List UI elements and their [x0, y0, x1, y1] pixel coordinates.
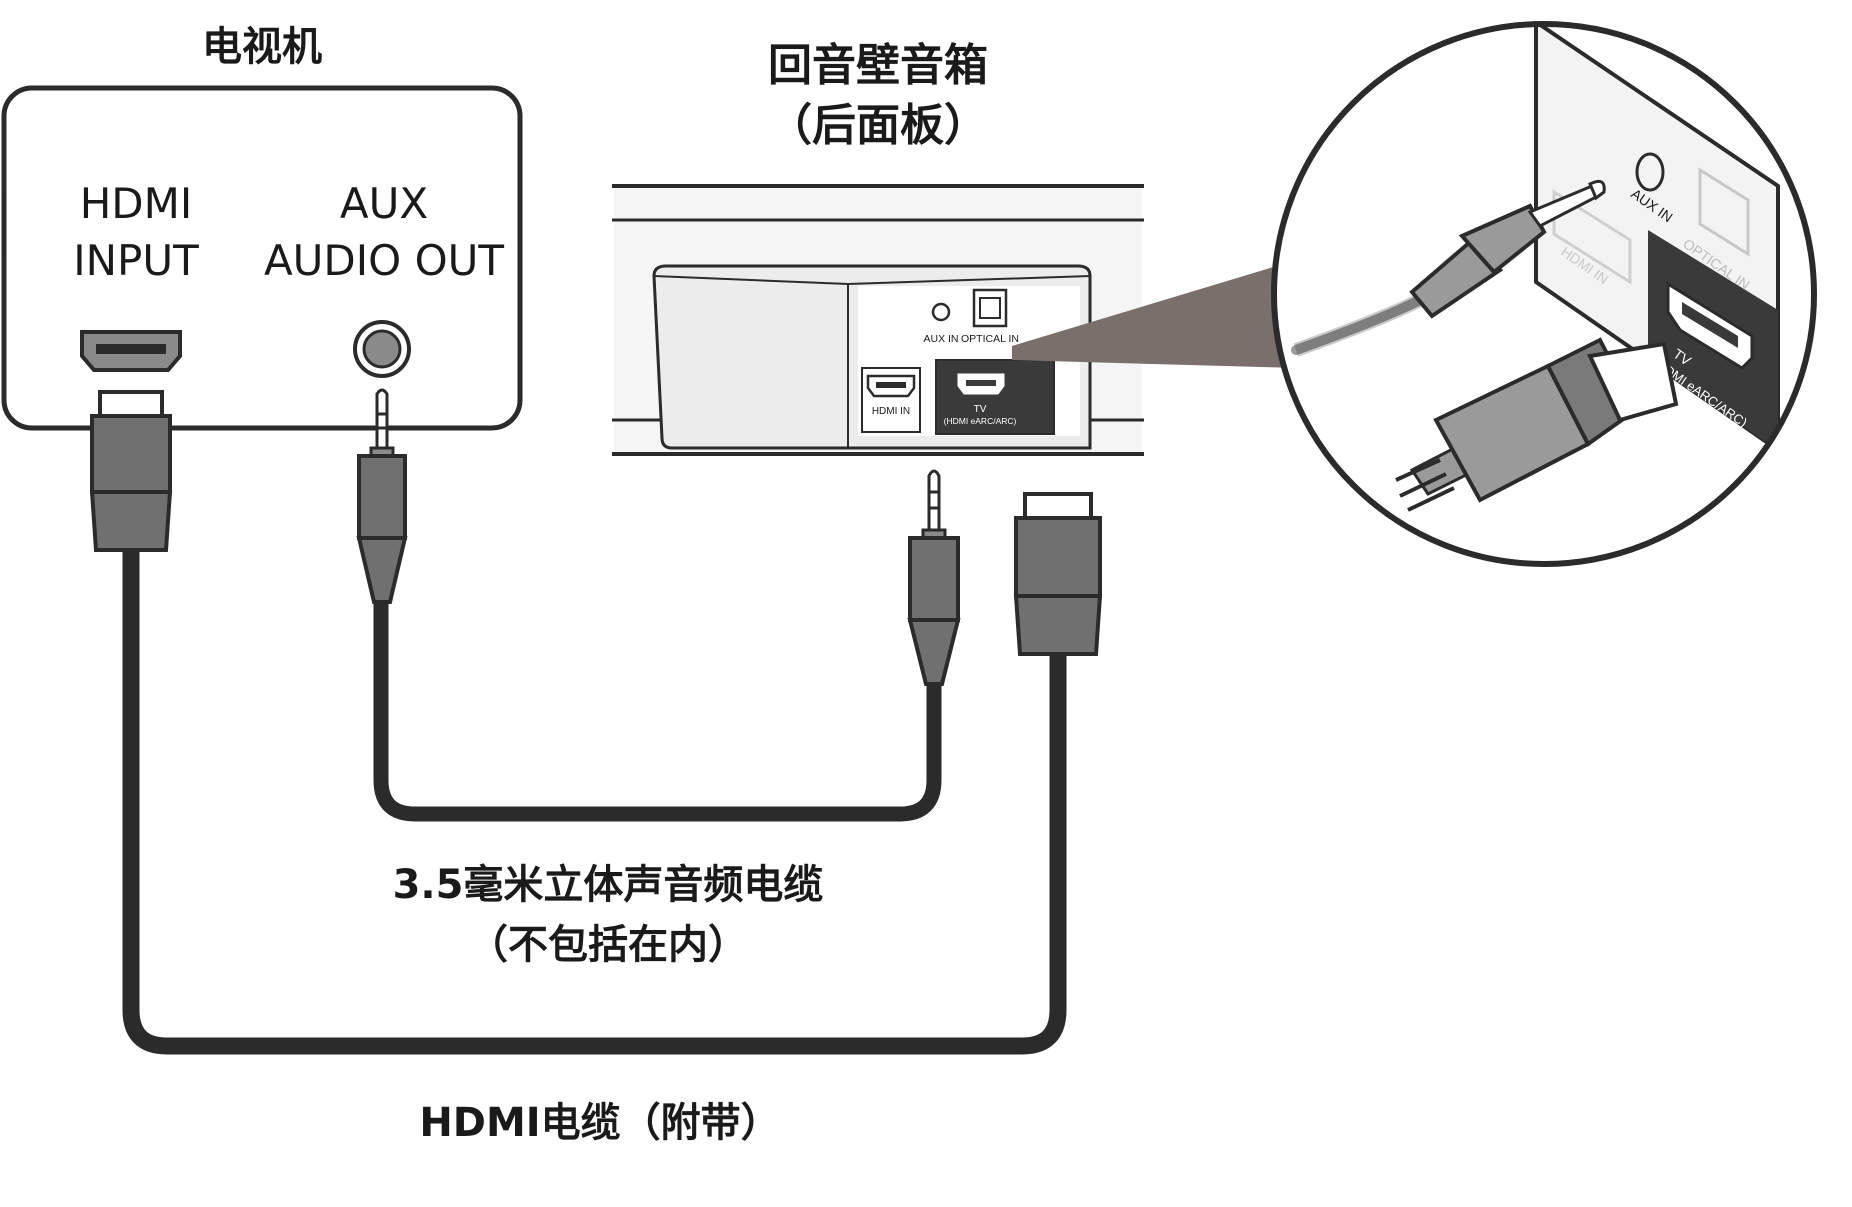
soundbar-tv-label-1: TV	[974, 404, 987, 415]
soundbar-aux-plug-icon	[907, 469, 961, 686]
soundbar-hdmi-in-icon	[866, 374, 916, 398]
tv-aux-label-2: AUDIO OUT	[264, 236, 504, 285]
zoom-aux-in-icon	[1635, 152, 1665, 192]
soundbar-tv-port-panel	[935, 359, 1055, 435]
tv-device: 电视机 HDMI INPUT AUX AUDIO OUT	[1, 24, 523, 431]
soundbar-optical-in-icon	[972, 288, 1008, 328]
tv-aux-label-1: AUX	[340, 179, 428, 228]
soundbar-tv-label-2: (HDMI eARC/ARC)	[944, 416, 1017, 426]
zoom-beam	[1012, 262, 1296, 368]
zoom-aux-plug-icon	[1291, 179, 1606, 357]
tv-hdmi-port-icon	[80, 330, 182, 372]
hdmi-cable-label: HDMI电缆（附带）	[419, 1100, 780, 1146]
zoom-optical-in-icon	[1698, 167, 1750, 257]
zoom-hdmi-plug-icon	[1395, 337, 1679, 512]
soundbar-title-1: 回音壁音箱	[768, 40, 988, 91]
tv-aux-jack-icon	[353, 320, 411, 378]
soundbar-title-2: （后面板）	[768, 100, 988, 151]
soundbar-aux-in-icon	[931, 302, 951, 322]
zoom-tv-hdmi-icon	[1666, 281, 1754, 370]
tv-hdmi-label-1: HDMI	[80, 179, 193, 228]
soundbar-hdmi-in-label: HDMI IN	[872, 406, 910, 417]
soundbar-tv-hdmi-icon	[957, 373, 1005, 395]
aux-cable-label-2: （不包括在内）	[468, 922, 748, 968]
soundbar-hdmi-plug-icon	[1013, 492, 1103, 656]
tv-aux-plug-icon	[356, 388, 408, 604]
soundbar-aux-in-label: AUX IN	[923, 333, 958, 345]
zoom-detail: TV (HDMI eARC/ARC) AUX IN OPTICAL IN HDM…	[1271, 21, 1817, 567]
hdmi-cable	[122, 548, 1067, 1055]
soundbar-optical-in-label: OPTICAL IN	[961, 333, 1019, 345]
tv-title: 电视机	[202, 24, 322, 70]
soundbar-device: 回音壁音箱 （后面板） AUX IN OPTICAL IN HDMI IN	[612, 40, 1144, 456]
tv-hdmi-label-2: INPUT	[73, 236, 199, 285]
aux-cable-label-1: 3.5毫米立体声音频电缆	[393, 862, 824, 908]
aux-cable	[373, 598, 942, 822]
tv-hdmi-plug-icon	[89, 390, 173, 552]
